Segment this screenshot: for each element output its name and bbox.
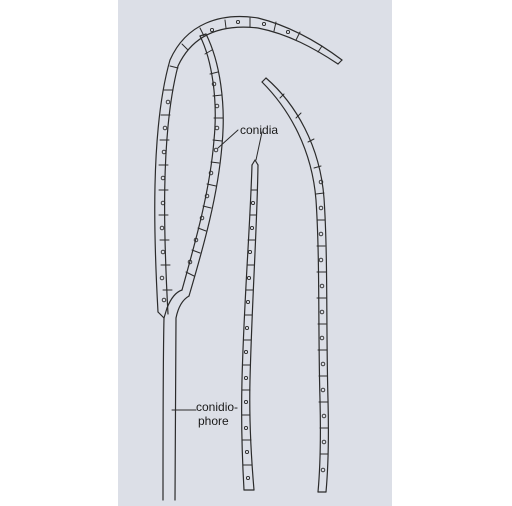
conidia-leader-left [218,130,238,148]
conidia-label: conidia [240,123,278,137]
conidium-right [262,78,328,492]
conidium-inner-arch [182,34,223,296]
guttules [160,20,326,479]
conidium-left-arch [155,17,342,314]
conidium-center [242,160,258,490]
conidiophore-label-line1: conidio- [196,400,238,414]
leader-lines [172,130,262,410]
conidiophore-stalk [158,290,189,500]
conidiophore-label-line2: phore [198,414,229,428]
